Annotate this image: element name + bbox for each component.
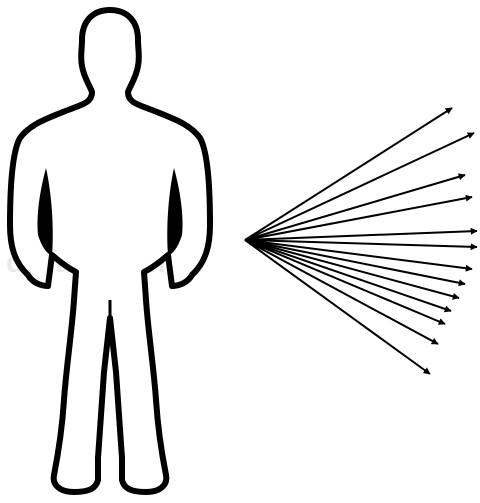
- arrow-icon: [245, 175, 465, 240]
- person-outline: [10, 10, 210, 492]
- arrow-icon: [245, 240, 459, 298]
- arrow-fan: [245, 108, 477, 374]
- arrow-icon: [245, 240, 438, 344]
- arrow-icon: [245, 133, 474, 240]
- person-silhouette-icon: [10, 10, 210, 492]
- arrow-icon: [245, 231, 477, 240]
